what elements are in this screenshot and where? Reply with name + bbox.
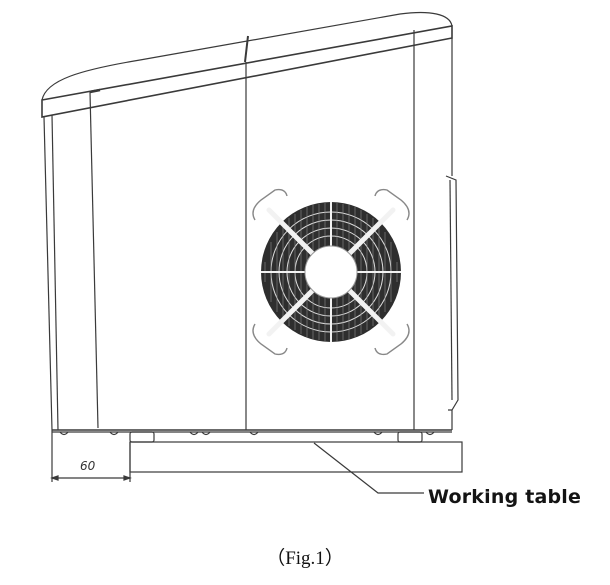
rear-panel (445, 175, 459, 411)
fan-grille (252, 188, 410, 356)
dimension-label: 60 (80, 459, 96, 473)
lid-outline (41, 11, 453, 101)
working-table-label: Working table (428, 486, 582, 508)
foot-front (129, 431, 155, 443)
foot-rear (397, 431, 423, 443)
callout-leader (313, 442, 424, 494)
figure-caption: （Fig.1） (266, 548, 344, 569)
working-table (129, 441, 463, 473)
body-panel-line-1 (89, 91, 99, 429)
body-left-inner (51, 114, 59, 431)
body-left-edge (43, 116, 53, 431)
lid-split (244, 35, 249, 63)
